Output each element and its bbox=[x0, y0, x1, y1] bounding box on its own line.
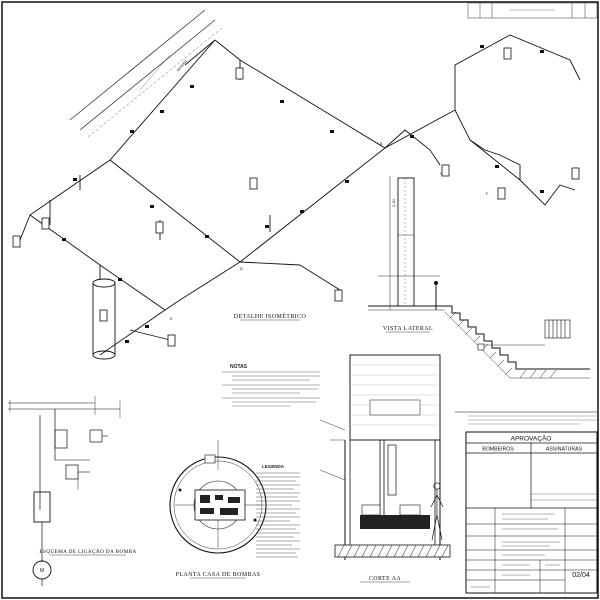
firefighters-column: BOMBEIROS bbox=[482, 447, 514, 453]
pump-house-plan bbox=[169, 440, 267, 554]
legend-block: LEGENDA bbox=[256, 464, 300, 558]
svg-text:C: C bbox=[440, 171, 443, 176]
pump-house-title: PLANTA CASA DE BOMBAS bbox=[176, 572, 261, 578]
lateral-view-title: VISTA LATERAL bbox=[383, 326, 433, 332]
water-tank-cylinder bbox=[92, 278, 116, 360]
svg-text:F: F bbox=[486, 191, 489, 196]
sheet-number: 02/04 bbox=[572, 572, 590, 579]
staircase-section bbox=[444, 305, 590, 379]
lateral-view: 2,40 bbox=[368, 176, 445, 311]
approval-header: APROVAÇÃO bbox=[511, 434, 552, 443]
motor-symbol-label: M bbox=[40, 568, 44, 574]
legend-heading: LEGENDA bbox=[262, 464, 285, 469]
isometric-title: DETALHE ISOMÉTRICO bbox=[234, 312, 307, 320]
revision-strip bbox=[467, 2, 598, 19]
section-title: CORTE AA bbox=[369, 576, 402, 582]
isometric-piping: ventosa B C E D F bbox=[12, 34, 581, 360]
svg-text:D: D bbox=[240, 266, 243, 271]
notes-heading: NOTAS bbox=[230, 364, 248, 370]
road-lines bbox=[69, 9, 223, 138]
pump-wiring-diagram: M bbox=[8, 396, 121, 586]
pump-wiring-title: ESQUEMA DE LIGAÇÃO DA BOMBA bbox=[39, 547, 136, 555]
section-aa bbox=[319, 354, 451, 560]
svg-text:2,40: 2,40 bbox=[391, 198, 396, 207]
signatures-column: ASSINATURAS bbox=[546, 447, 583, 453]
svg-text:E: E bbox=[170, 316, 173, 321]
svg-text:B: B bbox=[380, 141, 383, 146]
title-block bbox=[465, 431, 598, 594]
svg-text:ventosa: ventosa bbox=[175, 58, 188, 73]
notes-block: NOTAS bbox=[222, 364, 320, 407]
human-scale-figure bbox=[430, 482, 444, 541]
